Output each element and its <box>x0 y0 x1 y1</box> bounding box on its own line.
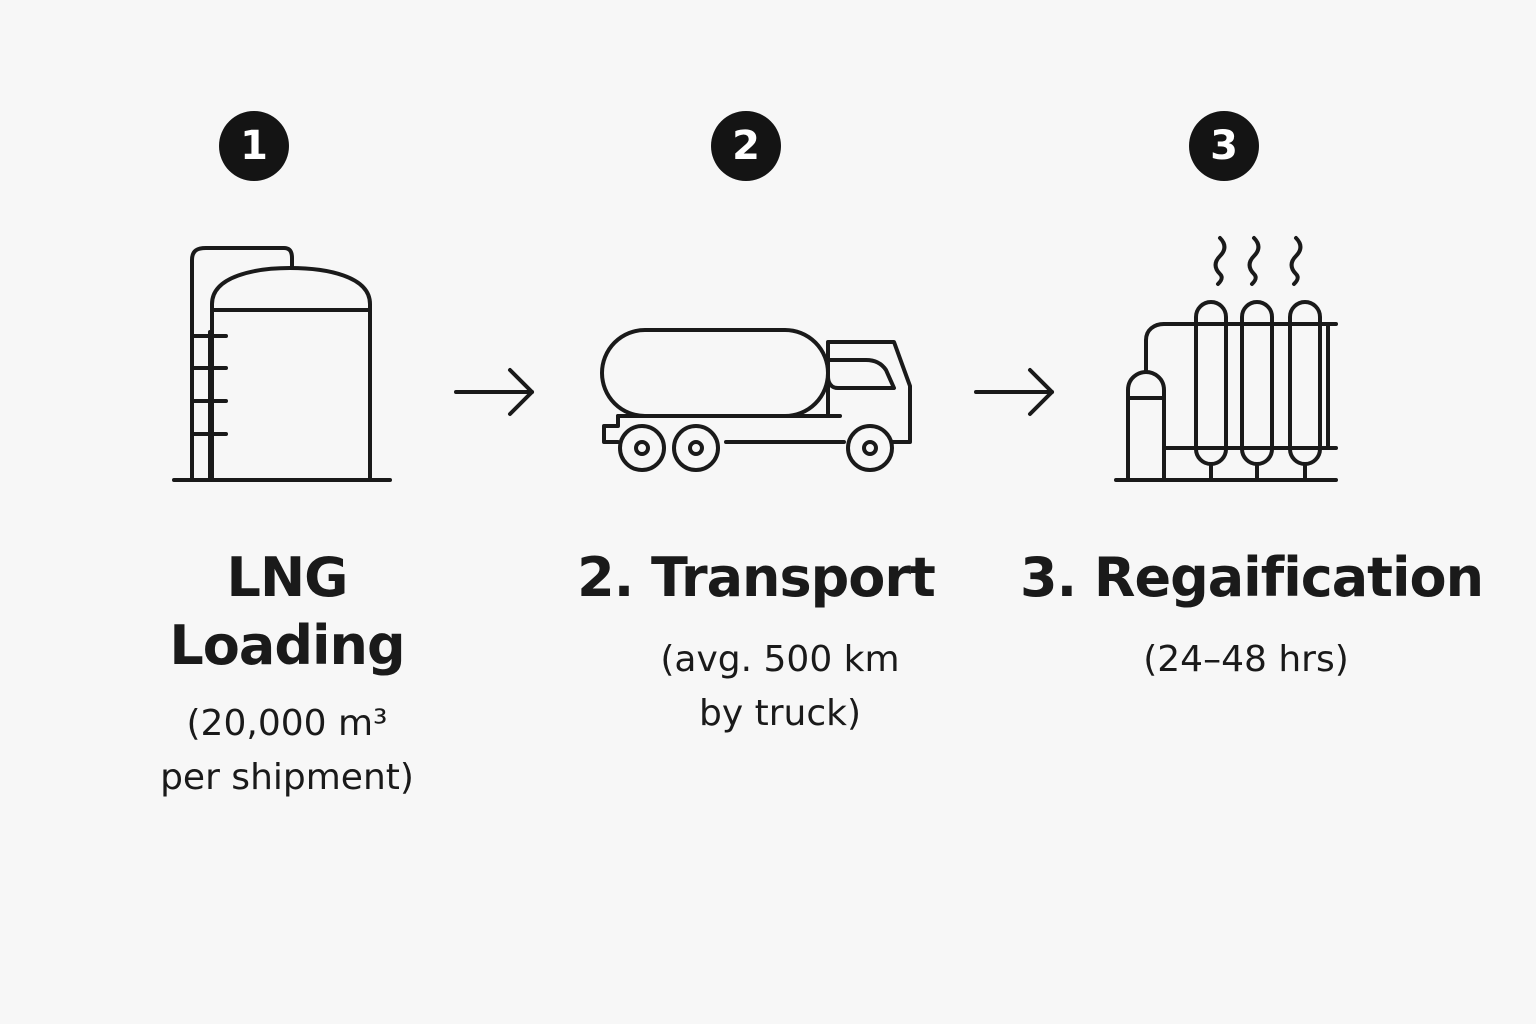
step-2-number-badge: 2 <box>711 111 781 181</box>
step-2-title-line-1: 2. Transport <box>577 546 936 609</box>
step-2-title: 2. Transport <box>556 544 956 612</box>
step-2-detail-line-2: by truck) <box>698 693 862 734</box>
step-1-detail-line-2: per shipment) <box>160 757 414 798</box>
step-1-title: LNG Loading <box>127 544 447 680</box>
tanker-truck-icon <box>600 328 912 472</box>
step-1-title-line-2: Loading <box>169 614 405 677</box>
step-2-detail: (avg. 500 km by truck) <box>620 633 940 741</box>
step-3-detail-line-1: (24–48 hrs) <box>1143 639 1349 680</box>
step-3-title: 3. Regaification <box>1020 544 1484 612</box>
arrow-right-icon <box>974 368 1054 416</box>
step-3-detail: (24–48 hrs) <box>1086 633 1406 687</box>
step-1-title-line-1: LNG <box>226 546 349 609</box>
step-3-title-line-1: 3. Regaification <box>1020 546 1484 609</box>
step-2-detail-line-1: (avg. 500 km <box>660 639 900 680</box>
arrow-right-icon <box>454 368 534 416</box>
step-3-number-badge: 3 <box>1189 111 1259 181</box>
storage-tank-icon <box>172 246 392 482</box>
step-1-detail-line-1: (20,000 m³ <box>186 703 388 744</box>
step-1-number-badge: 1 <box>219 111 289 181</box>
regasification-plant-icon <box>1114 236 1338 482</box>
step-1-detail: (20,000 m³ per shipment) <box>127 697 447 805</box>
